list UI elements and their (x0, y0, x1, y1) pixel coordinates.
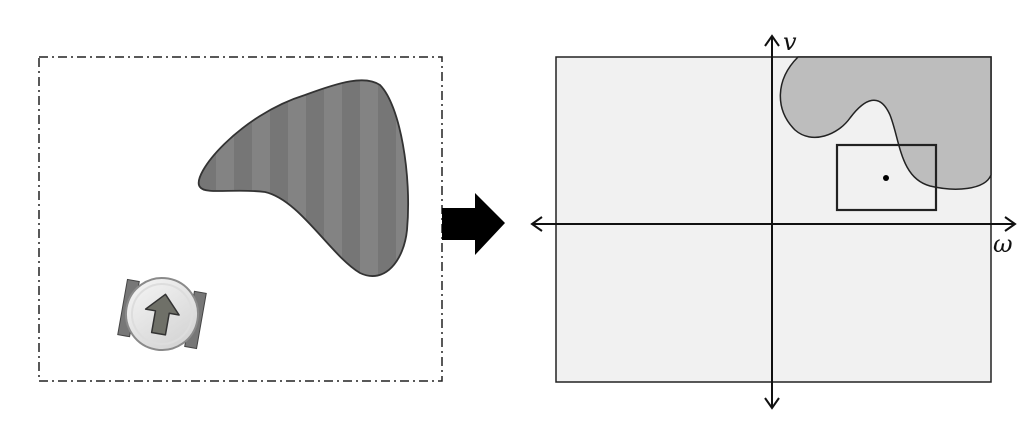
x-axis-right-arrowhead (1004, 216, 1017, 232)
x-axis-left-arrowhead (530, 216, 543, 232)
robot (117, 277, 207, 351)
workspace-panel (38, 56, 443, 382)
y-axis-top-arrowhead (764, 34, 780, 47)
dynamic-window (835, 143, 938, 212)
y-axis-bottom-arrowhead (764, 397, 780, 410)
y-axis-label: v (783, 28, 797, 56)
robot-body-rim (131, 283, 193, 345)
obstacle-shape (197, 79, 410, 277)
velocity-space-panel: v ω (530, 28, 1017, 410)
current-velocity-point (883, 175, 889, 181)
right-arrow-icon (442, 193, 505, 255)
up-arrow-icon (144, 293, 180, 336)
forbidden-velocity-region (779, 56, 992, 190)
x-axis-label: ω (993, 230, 1013, 258)
